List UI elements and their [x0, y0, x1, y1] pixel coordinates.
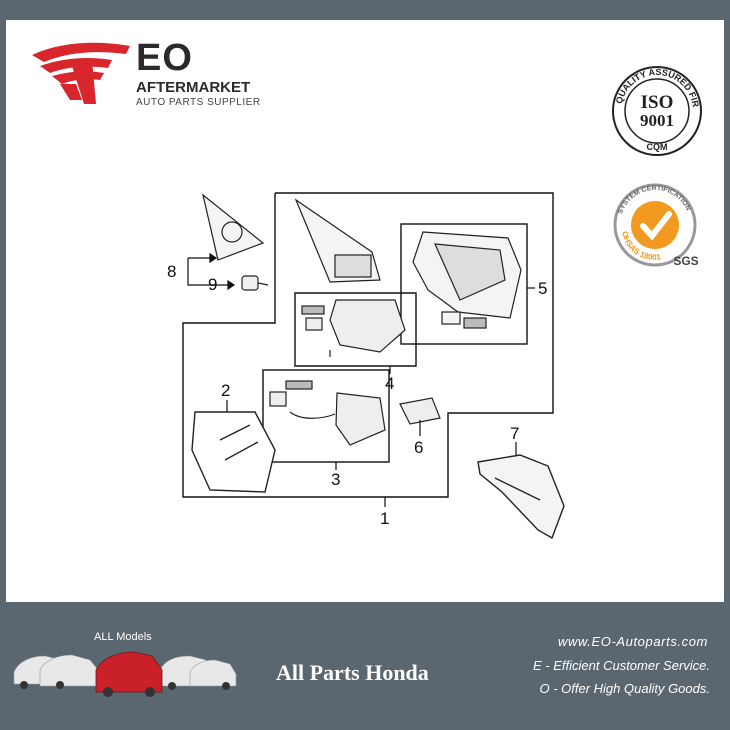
iso-label: ISO [641, 92, 674, 113]
right-frame-bar [724, 20, 730, 602]
brand-tagline: AFTERMARKET [136, 79, 251, 96]
callout-5: 5 [538, 279, 548, 298]
eo-wing-logo-icon [32, 42, 130, 104]
part-2-mirror-glass [191, 411, 276, 493]
part-3-box [262, 369, 390, 463]
left-frame-bar [0, 20, 6, 602]
callout-leaders [226, 287, 535, 507]
iso-number: 9001 [640, 111, 674, 130]
footer-models-label: ALL Models [94, 631, 152, 643]
part-6-bracket [399, 397, 441, 425]
callout-1: 1 [380, 509, 390, 528]
footer-line-2: O - Offer High Quality Goods. [539, 681, 710, 696]
part-9-screw [241, 275, 269, 291]
part-5-box [400, 223, 528, 345]
parts-diagram [182, 192, 554, 498]
callout-6: 6 [414, 438, 424, 457]
footer-url[interactable]: www.EO-Autoparts.com [558, 634, 708, 649]
part-3-motor [269, 380, 386, 446]
callout-4: 4 [385, 374, 395, 393]
footer-title: All Parts Honda [276, 660, 429, 685]
brand-subline: AUTO PARTS SUPPLIER [136, 97, 261, 108]
top-frame-bar [0, 0, 730, 20]
part-8-cover [202, 193, 265, 261]
assembly-outline [182, 192, 554, 498]
callout-2: 2 [221, 381, 231, 400]
footer-line-1: E - Efficient Customer Service. [533, 658, 710, 673]
part-8-9-leaders [187, 252, 236, 291]
part-7-cap [477, 454, 565, 540]
callout-3: 3 [331, 470, 341, 489]
callout-8: 8 [167, 262, 177, 281]
iso-bottom-label: CQM [647, 142, 668, 152]
callout-7: 7 [510, 424, 520, 443]
ohsas-18001-seal-icon: SYSTEM CERTIFICATION OHSAS 18001 SGS [613, 183, 699, 268]
brand-name: EO [136, 37, 193, 79]
part-4-actuator [301, 299, 406, 357]
part-4-box [294, 292, 417, 367]
sgs-label: SGS [673, 254, 698, 268]
part-5-housing [412, 231, 522, 329]
inner-triangle-cover [294, 198, 381, 283]
callout-9: 9 [208, 275, 218, 294]
